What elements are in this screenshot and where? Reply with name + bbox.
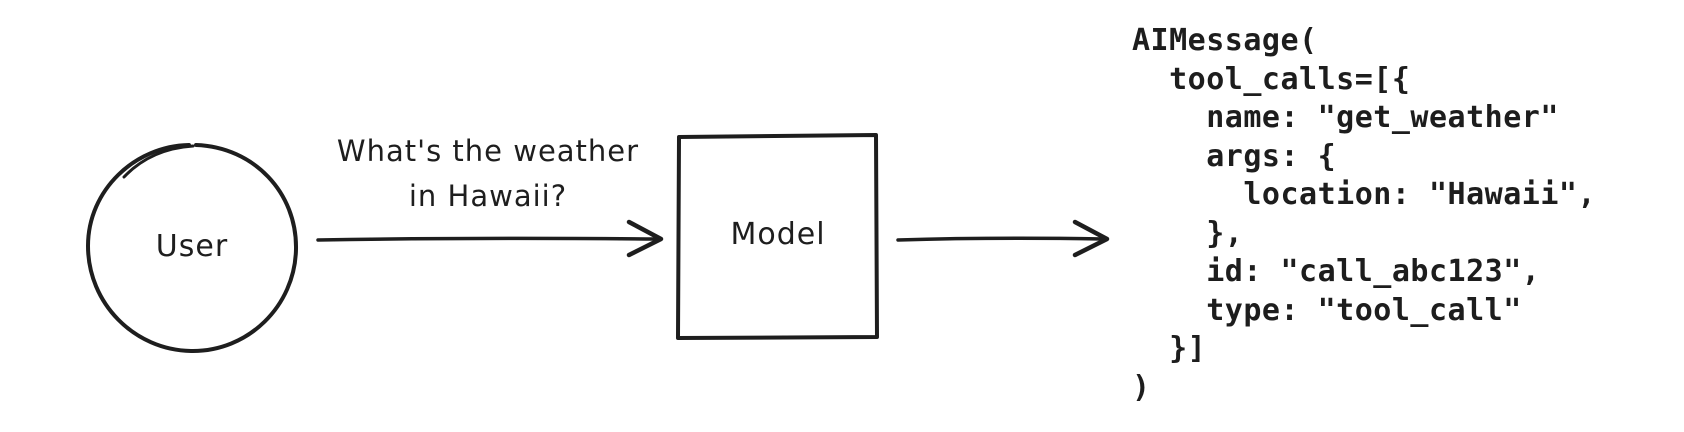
user-query-label: What's the weather in Hawaii? — [296, 129, 680, 219]
arrow-shaft — [316, 236, 659, 242]
arrow-shaft — [896, 236, 1105, 242]
user-circle-overlap-stroke — [122, 144, 195, 179]
user-node-label: User — [155, 229, 229, 264]
arrowhead-icon — [626, 219, 664, 258]
model-box — [676, 133, 879, 340]
arrow-model-to-output — [896, 219, 1110, 258]
query-line-2: in Hawaii? — [408, 179, 568, 213]
ai-message-code: AIMessage( tool_calls=[{ name: "get_weat… — [1132, 23, 1597, 405]
arrowhead-icon — [1072, 219, 1110, 258]
user-circle-outline — [86, 143, 299, 354]
model-node-label: Model — [730, 217, 826, 252]
query-line-1: What's the weather — [336, 134, 640, 168]
arrow-user-to-model — [316, 219, 664, 258]
user-circle — [86, 143, 299, 354]
